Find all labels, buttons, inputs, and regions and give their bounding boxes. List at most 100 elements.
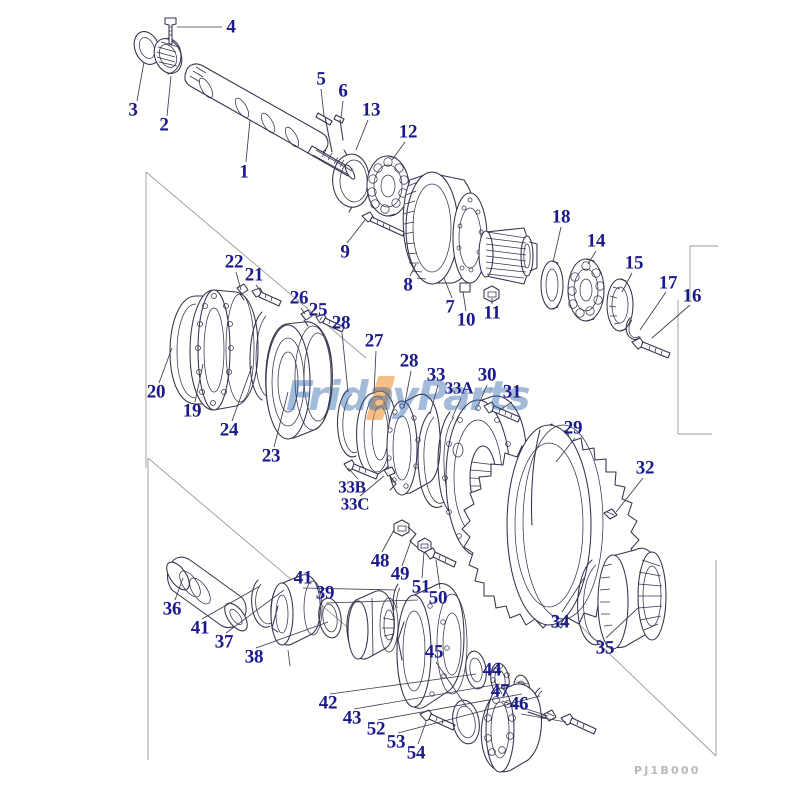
callout-label-20: 20 bbox=[146, 381, 166, 403]
section-divider-lower-left bbox=[147, 457, 373, 760]
callout-label-52: 52 bbox=[366, 718, 386, 740]
callout-label-7: 7 bbox=[445, 296, 455, 318]
part-33B-bolt bbox=[343, 459, 379, 480]
part-36-axle-tube bbox=[166, 556, 248, 632]
callout-label-25: 25 bbox=[308, 299, 328, 321]
callout-label-33c: 33C bbox=[340, 494, 370, 514]
callout-label-4: 4 bbox=[226, 16, 236, 38]
callout-label-22: 22 bbox=[224, 251, 244, 273]
part-3-oil-seal bbox=[133, 31, 161, 65]
part-38-ring bbox=[318, 597, 342, 639]
part-46-bolt bbox=[560, 713, 597, 735]
callout-label-21: 21 bbox=[244, 264, 264, 286]
part-9-bolt bbox=[361, 211, 405, 237]
part-12-bearing bbox=[366, 155, 410, 217]
callout-label-31: 31 bbox=[502, 381, 522, 403]
part-35-hub-coupling bbox=[597, 547, 667, 650]
callout-label-44: 44 bbox=[482, 659, 502, 681]
callout-label-42: 42 bbox=[318, 692, 338, 714]
callout-label-51: 51 bbox=[411, 576, 431, 598]
callout-label-28: 28 bbox=[331, 312, 351, 334]
callout-label-46: 46 bbox=[509, 693, 529, 715]
callout-label-48: 48 bbox=[370, 550, 390, 572]
callout-label-13: 13 bbox=[361, 99, 381, 121]
leader-lines bbox=[136, 26, 691, 745]
part-16-bolt bbox=[631, 337, 671, 359]
part-6-plug bbox=[333, 114, 345, 141]
callout-label-37: 37 bbox=[214, 631, 234, 653]
callout-label-10: 10 bbox=[456, 309, 476, 331]
callout-label-3: 3 bbox=[128, 99, 138, 121]
drawing-code: PJ1B000 bbox=[634, 764, 701, 777]
callout-label-33: 33 bbox=[426, 364, 446, 386]
part-50-bolt bbox=[424, 547, 457, 568]
callout-label-5: 5 bbox=[316, 68, 326, 90]
callout-label-41: 41 bbox=[190, 617, 210, 639]
callout-label-11: 11 bbox=[483, 302, 501, 324]
part-42-washer bbox=[465, 650, 487, 690]
callout-label-23: 23 bbox=[261, 445, 281, 467]
callout-label-24: 24 bbox=[219, 419, 239, 441]
callout-label-32: 32 bbox=[635, 457, 655, 479]
callout-label-39: 39 bbox=[315, 582, 335, 604]
section-divider-right bbox=[677, 300, 712, 435]
part-19-brake-piston bbox=[189, 289, 259, 411]
part-11-nut bbox=[483, 285, 500, 303]
callout-label-50: 50 bbox=[428, 587, 448, 609]
callout-label-33a: 33A bbox=[444, 378, 474, 398]
callout-label-1: 1 bbox=[239, 161, 249, 183]
part-17-snap-ring bbox=[625, 317, 641, 340]
part-21-bolt bbox=[251, 287, 282, 307]
part-15-retainer bbox=[606, 278, 634, 332]
callout-label-35: 35 bbox=[595, 637, 615, 659]
callout-label-14: 14 bbox=[586, 230, 606, 252]
callout-label-16: 16 bbox=[682, 285, 702, 307]
callout-label-54: 54 bbox=[406, 742, 426, 764]
callout-label-6: 6 bbox=[338, 80, 348, 102]
callout-label-9: 9 bbox=[340, 241, 350, 263]
callout-label-36: 36 bbox=[162, 598, 182, 620]
callout-label-27: 27 bbox=[364, 330, 384, 352]
callout-label-19: 19 bbox=[182, 400, 202, 422]
section-divider-upper-right bbox=[689, 245, 718, 300]
part-20-cover bbox=[169, 295, 207, 405]
callout-label-34: 34 bbox=[550, 611, 570, 633]
part-31-bolt bbox=[483, 401, 521, 423]
callout-label-33b: 33B bbox=[338, 477, 366, 497]
callout-label-43: 43 bbox=[342, 707, 362, 729]
part-44-cover bbox=[480, 683, 547, 773]
callout-label-18: 18 bbox=[551, 206, 571, 228]
callout-label-30: 30 bbox=[477, 364, 497, 386]
callout-label-53: 53 bbox=[386, 731, 406, 753]
part-54-bolt bbox=[419, 709, 456, 731]
part-4-bolt bbox=[164, 17, 177, 45]
callout-label-8: 8 bbox=[403, 274, 413, 296]
part-37-collar bbox=[270, 574, 323, 646]
part-23-brake-drum bbox=[265, 321, 333, 440]
part-7-splined-shaft bbox=[478, 227, 538, 285]
callout-label-41: 41 bbox=[293, 567, 313, 589]
callout-label-49: 49 bbox=[390, 563, 410, 585]
part-33-plate bbox=[417, 411, 445, 508]
part-2-bearing-cage bbox=[153, 37, 183, 75]
section-divider-upper-left bbox=[145, 171, 367, 468]
callout-label-26: 26 bbox=[289, 287, 309, 309]
part-13-snap-ring bbox=[332, 149, 371, 213]
part-32-bolt bbox=[603, 508, 618, 520]
part-28-friction-plate-c bbox=[386, 393, 441, 496]
part-40-bushing bbox=[346, 590, 399, 660]
callout-label-38: 38 bbox=[244, 646, 264, 668]
part-14-bearing bbox=[567, 258, 605, 322]
callout-label-15: 15 bbox=[624, 252, 644, 274]
part-24-seal-ring bbox=[249, 311, 267, 401]
part-10-key bbox=[459, 282, 471, 293]
callout-label-12: 12 bbox=[398, 121, 418, 143]
part-5-pin bbox=[315, 112, 333, 153]
part-28-friction-plate-a bbox=[337, 389, 358, 458]
part-33C-pin bbox=[383, 466, 397, 491]
part-8-housing bbox=[402, 171, 488, 285]
part-39-hub bbox=[396, 583, 468, 709]
callout-label-17: 17 bbox=[658, 272, 678, 294]
